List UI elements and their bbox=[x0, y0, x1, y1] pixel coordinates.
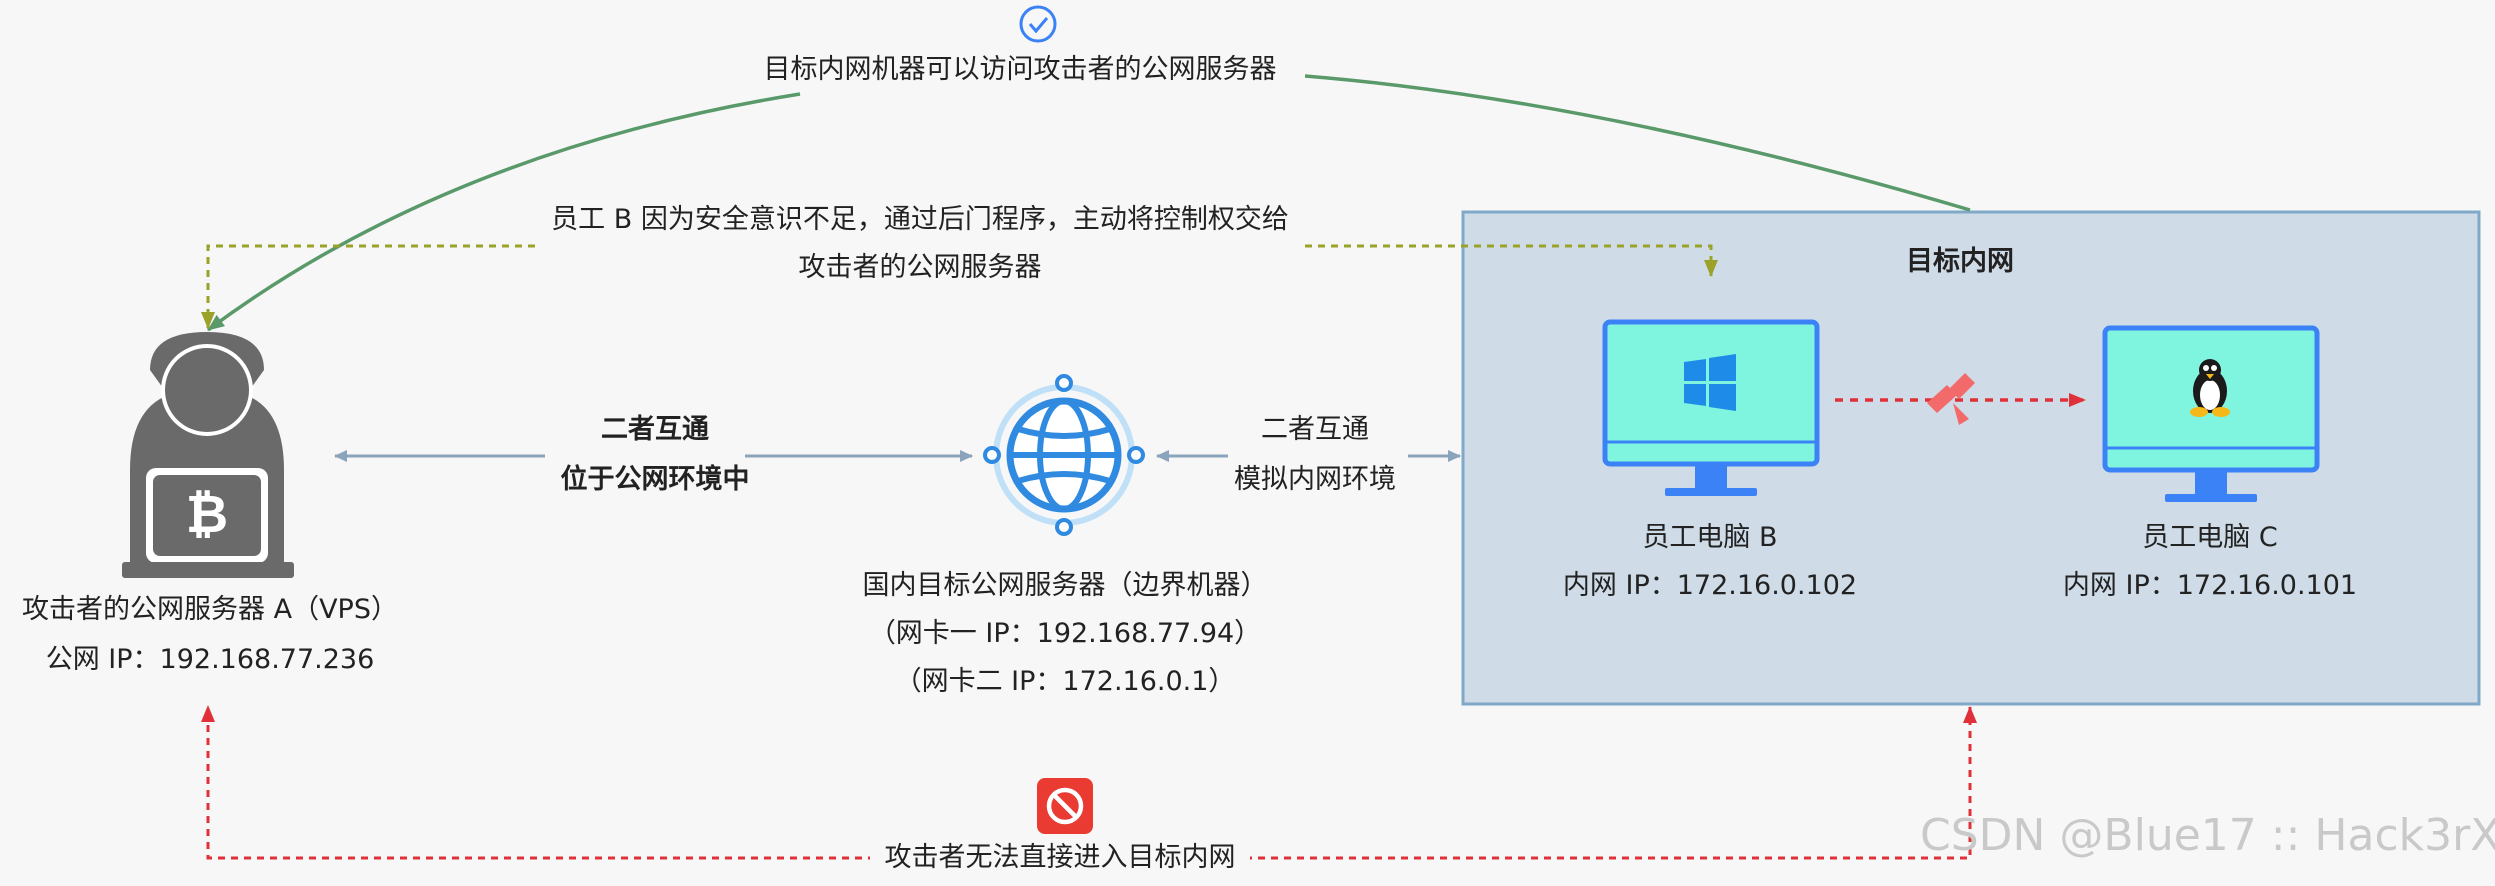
forbidden-icon bbox=[1037, 778, 1093, 834]
link-right-label-2: 模拟内网环境 bbox=[1234, 464, 1396, 495]
attacker-name: 攻击者的公网服务器 A（VPS） bbox=[22, 594, 398, 625]
pc-c-ip: 内网 IP：172.16.0.101 bbox=[2062, 570, 2358, 601]
access-curve-arrow bbox=[208, 74, 1971, 330]
server-name: 国内目标公网服务器（边界机器） bbox=[862, 570, 1268, 601]
backdoor-annotation-line2: 攻击者的公网服务器 bbox=[798, 252, 1042, 283]
server-nic1: （网卡一 IP：192.168.77.94） bbox=[868, 618, 1262, 649]
backdoor-left-arrow bbox=[201, 244, 535, 329]
svg-text:₿: ₿ bbox=[186, 485, 228, 545]
check-circle-icon bbox=[1019, 5, 1057, 43]
link-left-label-1: 二者互通 bbox=[601, 414, 709, 445]
hacker-laptop-bitcoin-icon: ₿ bbox=[122, 332, 294, 578]
pc-b-ip: 内网 IP：172.16.0.102 bbox=[1562, 570, 1858, 601]
server-nic2: （网卡二 IP：172.16.0.1） bbox=[894, 666, 1236, 697]
bottom-annotation-label: 攻击者无法直接进入目标内网 bbox=[870, 840, 1250, 876]
backdoor-right-arrow bbox=[1305, 244, 1718, 277]
globe-network-icon bbox=[983, 374, 1145, 536]
linux-monitor-icon bbox=[2102, 325, 2320, 502]
pc-b-name: 员工电脑 B bbox=[1642, 522, 1778, 553]
blocked-path-right-arrow bbox=[1245, 706, 1977, 860]
watermark: CSDN @Blue17 :: Hack3rX bbox=[1920, 810, 2495, 861]
link-left-label-2: 位于公网环境中 bbox=[560, 464, 750, 495]
intranet-title: 目标内网 bbox=[1906, 246, 2014, 277]
pc-c-name: 员工电脑 C bbox=[2142, 522, 2278, 553]
broken-link-icon bbox=[1927, 373, 1975, 425]
blocked-path-left-arrow bbox=[201, 705, 875, 860]
link-right-label-1: 二者互通 bbox=[1261, 414, 1369, 445]
attacker-ip: 公网 IP：192.168.77.236 bbox=[45, 644, 375, 675]
backdoor-annotation-line1: 员工 B 因为安全意识不足，通过后门程序，主动将控制权交给 bbox=[540, 202, 1300, 238]
windows-monitor-icon bbox=[1602, 319, 1820, 496]
top-annotation-label: 目标内网机器可以访问攻击者的公网服务器 bbox=[735, 52, 1305, 88]
